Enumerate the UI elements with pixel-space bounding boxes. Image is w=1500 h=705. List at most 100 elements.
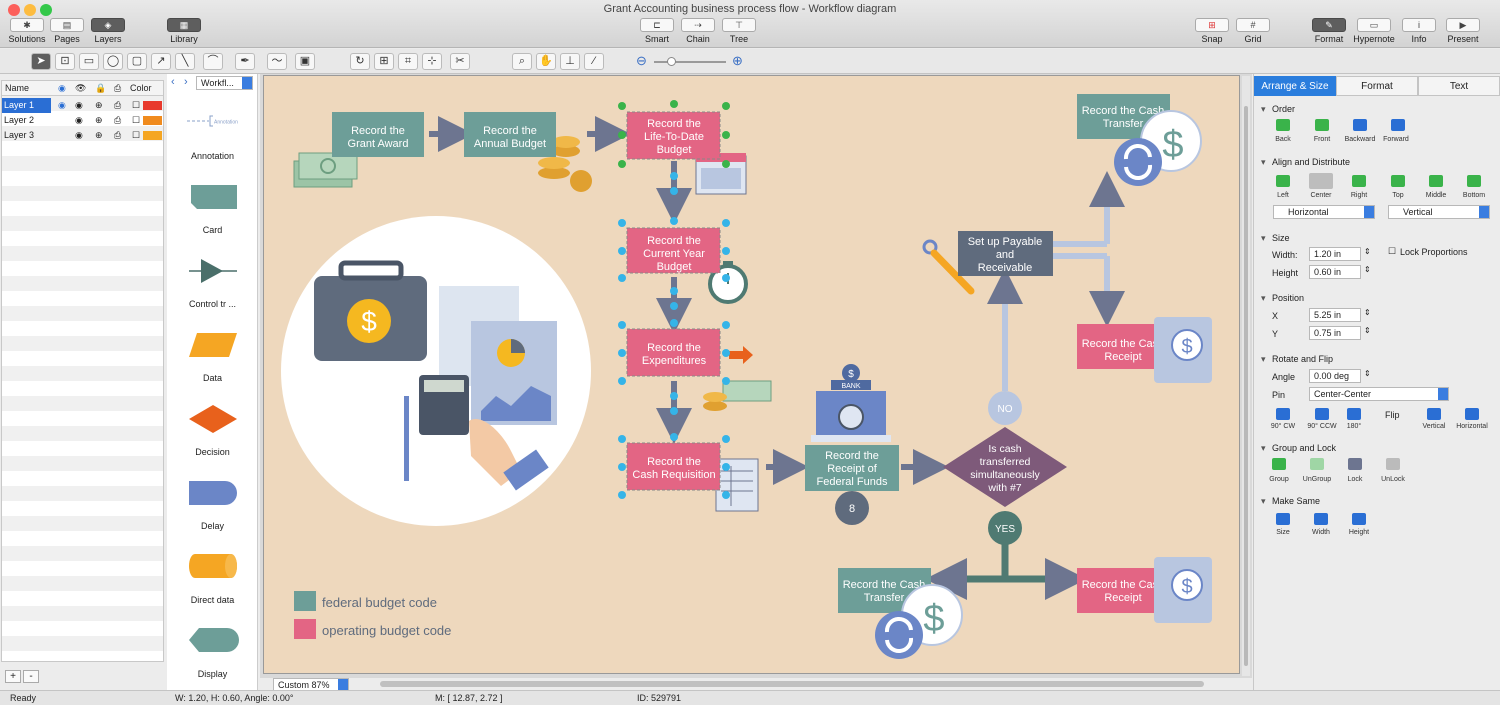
group-section-title[interactable]: Group and Lock (1261, 443, 1336, 454)
curve-tool-icon[interactable]: 〜 (267, 53, 287, 70)
card-shape[interactable] (167, 183, 258, 213)
delay-shape[interactable] (167, 479, 258, 509)
same-size-icon[interactable] (1276, 513, 1290, 525)
position-section-title[interactable]: Position (1261, 293, 1304, 304)
group-icon[interactable] (1272, 458, 1286, 470)
pen-tool-icon[interactable]: ✒ (235, 53, 255, 70)
bring-forward-icon[interactable] (1391, 119, 1405, 131)
size-section-title[interactable]: Size (1261, 233, 1289, 244)
print-icon[interactable]: ⎙ (114, 130, 122, 140)
pin-select[interactable]: Center-Center (1309, 387, 1449, 401)
send-to-back-icon[interactable] (1276, 119, 1290, 131)
flip-horizontal-icon[interactable] (1465, 408, 1479, 420)
back-chevron-icon[interactable]: ‹ (171, 76, 175, 88)
layer-color-swatch[interactable] (143, 131, 162, 140)
same-height-icon[interactable] (1352, 513, 1366, 525)
vertical-scroll-thumb[interactable] (1244, 106, 1248, 666)
lock-shape-icon[interactable] (1348, 458, 1362, 470)
rotate-section-title[interactable]: Rotate and Flip (1261, 354, 1333, 365)
same-width-icon[interactable] (1314, 513, 1328, 525)
layer-row[interactable]: Layer 3 ◉ ⊕ ⎙ ☐ (2, 128, 163, 143)
print-icon[interactable]: ⎙ (114, 100, 122, 110)
distribute-horizontal-select[interactable]: Horizontal (1273, 205, 1375, 219)
make-same-section-title[interactable]: Make Same (1261, 496, 1320, 507)
layer-name[interactable]: Layer 3 (4, 130, 35, 140)
layer-name[interactable]: Layer 1 (2, 98, 51, 113)
line-tool-icon[interactable]: ╲ (175, 53, 195, 70)
layer-checkbox[interactable]: ☐ (132, 100, 141, 110)
solutions-button[interactable]: ✱Solutions (8, 18, 46, 46)
arrow-tool-icon[interactable]: ↗ (151, 53, 171, 70)
library-select[interactable]: Workfl... (196, 76, 253, 90)
zoom-out-icon[interactable]: ⊖ (636, 53, 647, 68)
horizontal-scroll-thumb[interactable] (380, 681, 1204, 687)
send-backward-icon[interactable] (1353, 119, 1367, 131)
hand-tool-icon[interactable]: ✋ (536, 53, 556, 70)
control-transfer-shape[interactable] (167, 257, 258, 287)
bring-to-front-icon[interactable] (1315, 119, 1329, 131)
align-right-icon[interactable] (1352, 175, 1366, 187)
unlock-shape-icon[interactable] (1386, 458, 1400, 470)
arc-tool-icon[interactable]: ⌒ (203, 53, 223, 70)
zoom-in-icon[interactable]: ⊕ (732, 53, 743, 68)
active-layer-icon[interactable]: ◉ (58, 100, 66, 110)
grid-button[interactable]: #Grid (1234, 18, 1272, 46)
flip-vertical-icon[interactable] (1427, 408, 1441, 420)
height-field[interactable]: 0.60 in (1309, 265, 1361, 279)
visible-icon[interactable]: ◉ (75, 130, 83, 140)
layer-row[interactable]: Layer 2 ◉ ⊕ ⎙ ☐ (2, 113, 163, 128)
connector-handles[interactable] (618, 172, 730, 499)
chain-button[interactable]: ⇢Chain (679, 18, 717, 46)
angle-stepper-icon[interactable]: ⇕ (1364, 369, 1371, 378)
library-button[interactable]: ▦Library (164, 18, 204, 46)
align-top-icon[interactable] (1391, 175, 1405, 187)
remove-layer-button[interactable]: - (23, 670, 39, 683)
minimize-window-button[interactable] (24, 4, 36, 16)
align-middle-icon[interactable] (1429, 175, 1443, 187)
zoom-slider[interactable] (654, 61, 726, 63)
zoom-slider-knob[interactable] (667, 57, 676, 66)
frame-tool-icon[interactable]: ▢ (127, 53, 147, 70)
cut-icon[interactable]: ✂ (450, 53, 470, 70)
smart-button[interactable]: ⊏Smart (638, 18, 676, 46)
y-field[interactable]: 0.75 in (1309, 326, 1361, 340)
rotate-180-icon[interactable] (1347, 408, 1361, 420)
width-stepper-icon[interactable]: ⇕ (1364, 247, 1371, 256)
layer-name[interactable]: Layer 2 (4, 115, 35, 125)
align-bottom-icon[interactable] (1467, 175, 1481, 187)
layer-color-swatch[interactable] (143, 101, 162, 110)
y-stepper-icon[interactable]: ⇕ (1364, 326, 1371, 335)
align-left-icon[interactable] (1276, 175, 1290, 187)
text-box-tool-icon[interactable]: ⊡ (55, 53, 75, 70)
rotate-ccw-icon[interactable] (1315, 408, 1329, 420)
print-icon[interactable]: ⎙ (114, 115, 122, 125)
decision-shape[interactable] (167, 404, 258, 436)
forward-chevron-icon[interactable]: › (184, 76, 188, 88)
rotate-cw-icon[interactable] (1276, 408, 1290, 420)
arrange-icon[interactable]: ⊞ (374, 53, 394, 70)
layer-checkbox[interactable]: ☐ (132, 115, 141, 125)
direct-data-shape[interactable] (167, 552, 258, 582)
data-shape[interactable] (167, 331, 258, 361)
eyedropper-tool-icon[interactable]: ⁄ (584, 53, 604, 70)
selection-handles[interactable] (618, 100, 730, 168)
hypernote-button[interactable]: ▭Hypernote (1350, 18, 1398, 46)
diagram-page[interactable]: $ (263, 75, 1240, 674)
unlock-icon[interactable]: ⊕ (95, 115, 103, 125)
zoom-tool-icon[interactable]: ⌕ (512, 53, 532, 70)
align-section-title[interactable]: Align and Distribute (1261, 157, 1350, 168)
rotate-icon[interactable]: ↻ (350, 53, 370, 70)
pages-button[interactable]: ▤Pages (48, 18, 86, 46)
display-shape[interactable] (167, 626, 258, 656)
layer-color-swatch[interactable] (143, 116, 162, 125)
crop-icon[interactable]: ⌗ (398, 53, 418, 70)
close-window-button[interactable] (8, 4, 20, 16)
connect-points-icon[interactable]: ⊹ (422, 53, 442, 70)
